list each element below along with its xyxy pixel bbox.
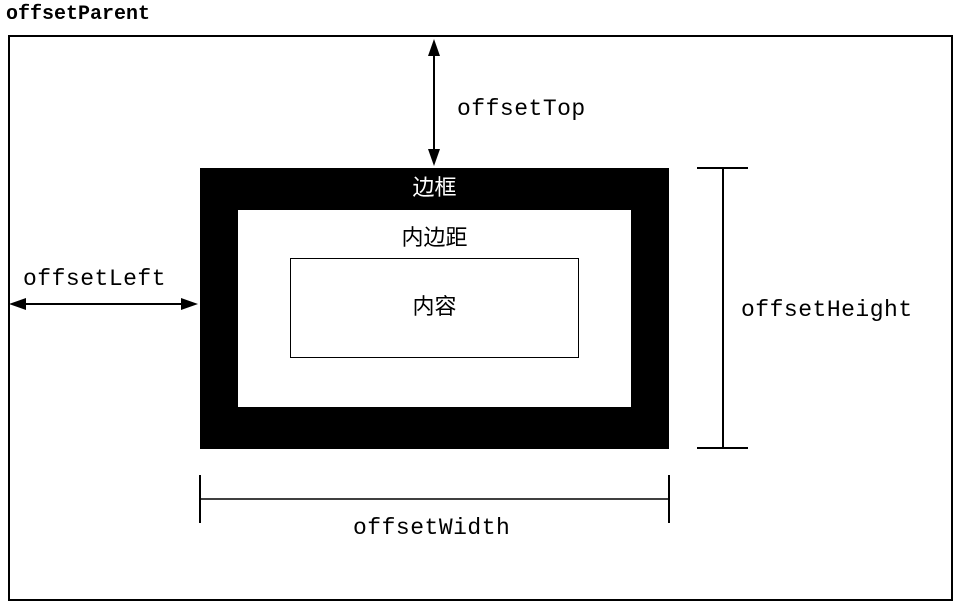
- offset-height-label: offsetHeight: [741, 297, 913, 323]
- offset-width-dimension-icon: [199, 475, 670, 523]
- offset-top-arrow-icon: [428, 39, 440, 166]
- content-box: 内容: [290, 258, 579, 358]
- border-label: 边框: [412, 176, 457, 201]
- offset-parent-title: offsetParent: [6, 3, 151, 26]
- offset-left-label: offsetLeft: [23, 266, 167, 292]
- content-label: 内容: [412, 295, 457, 320]
- border-box: 边框 内边距 内容: [200, 168, 669, 449]
- offset-top-label: offsetTop: [457, 96, 586, 122]
- offset-parent-box: [8, 35, 953, 601]
- offset-left-arrow-icon: [9, 298, 198, 310]
- offset-width-label: offsetWidth: [353, 515, 511, 541]
- padding-box: 内边距 内容: [238, 210, 631, 407]
- offset-height-dimension-icon: [697, 167, 748, 449]
- padding-label: 内边距: [401, 226, 468, 251]
